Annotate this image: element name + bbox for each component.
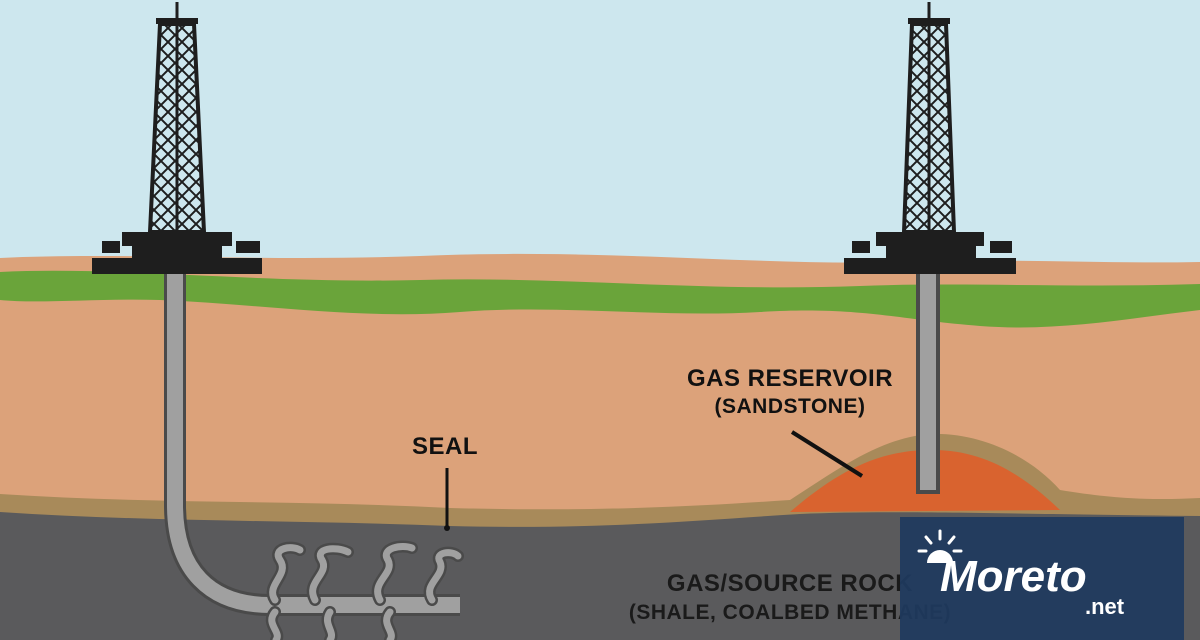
vertical-wellbore-core [920,272,936,490]
horizontal-wellbore-core [167,272,460,613]
fractures [265,540,464,640]
derrick-icon [844,2,1016,274]
reservoir-leader-line [790,430,864,478]
grass-layer [0,270,1200,328]
reservoir-sublabel: (SANDSTONE) [714,395,866,418]
derrick-icon [92,2,262,274]
watermark-brand: Moreto [940,552,1087,601]
sun-icon [917,529,963,563]
watermark-panel [900,517,1184,640]
seal-label: SEAL [411,433,478,460]
seal-leader-dot [444,525,450,531]
watermark-suffix: .net [1085,594,1125,619]
source-rock-label: GAS/SOURCE ROCK [666,570,914,597]
reservoir-label: GAS RESERVOIR [686,365,894,392]
source-rock-sublabel: (SHALE, COALBED METHANE) [628,601,952,624]
